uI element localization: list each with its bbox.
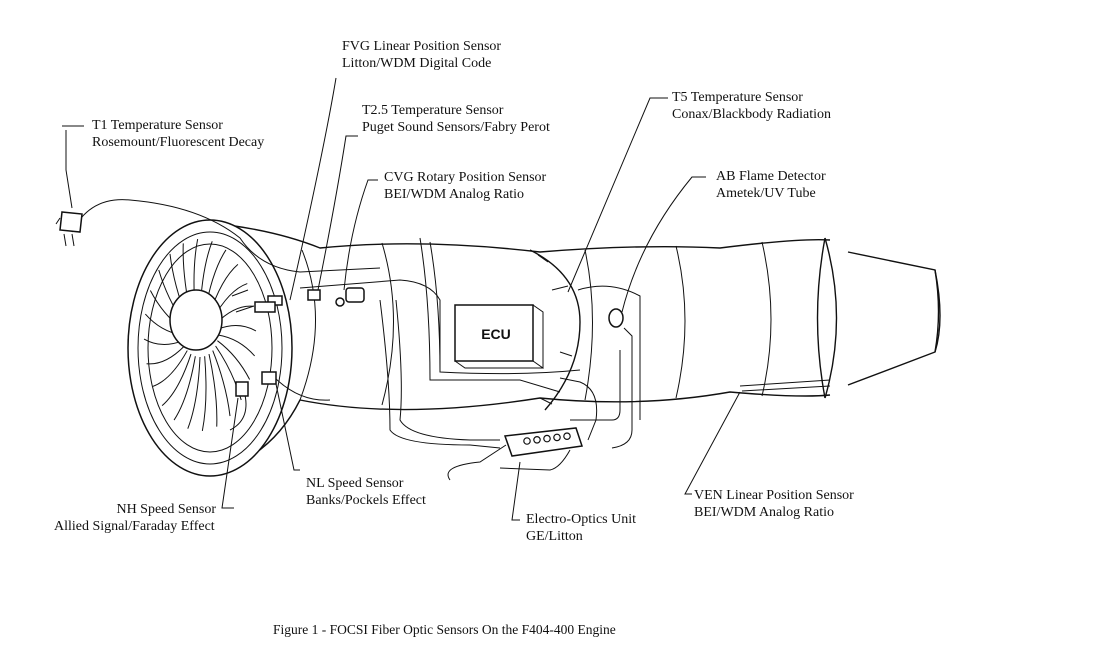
fan-blade (173, 356, 196, 421)
ecu-label: ECU (481, 326, 511, 342)
engine-body (199, 221, 941, 476)
eou-name: Electro-Optics Unit (526, 512, 636, 527)
nl-sensor-detail: Banks/Pockels Effect (306, 493, 426, 508)
t1-sensor-name: T1 Temperature Sensor (92, 118, 223, 133)
leader-lines (62, 77, 741, 521)
fan-blade (146, 345, 185, 365)
fiber-harness (71, 199, 641, 481)
t1-sensor-detail: Rosemount/Fluorescent Decay (92, 135, 264, 150)
ecu-box: ECU (454, 304, 544, 369)
fan-blade (212, 350, 231, 417)
ven-sensor-name: VEN Linear Position Sensor (694, 488, 854, 503)
cvg-sensor-detail: BEI/WDM Analog Ratio (384, 187, 524, 202)
ab-sensor-detail: Ametek/UV Tube (716, 186, 816, 201)
fan-blade (208, 353, 218, 427)
fan-blade (152, 350, 188, 387)
sensor-symbols (55, 211, 624, 397)
eou-detail: GE/Litton (526, 529, 583, 544)
eou-connector (553, 433, 561, 442)
combustor-ring (529, 249, 581, 411)
callout-labels: FVG Linear Position Sensor Litton/WDM Di… (54, 39, 854, 544)
eou-connector (533, 435, 541, 444)
fan-blade (161, 353, 192, 407)
ab-sensor-name: AB Flame Detector (716, 169, 826, 184)
nh-sensor-name: NH Speed Sensor (116, 502, 216, 517)
t25-sensor-detail: Puget Sound Sensors/Fabry Perot (362, 120, 550, 135)
ven-sensor-detail: BEI/WDM Analog Ratio (694, 505, 834, 520)
fvg-sensor-detail: Litton/WDM Digital Code (342, 56, 491, 71)
electro-optics-unit (503, 427, 583, 457)
eou-connector (523, 437, 531, 445)
fan-blade (217, 340, 251, 380)
nh-sensor-detail: Allied Signal/Faraday Effect (54, 519, 215, 534)
cvg-sensor-name: CVG Rotary Position Sensor (384, 170, 547, 185)
t5-sensor-name: T5 Temperature Sensor (672, 90, 803, 105)
fvg-sensor-name: FVG Linear Position Sensor (342, 39, 501, 54)
fan-blade (187, 356, 201, 429)
t5-sensor-detail: Conax/Blackbody Radiation (672, 107, 831, 122)
t25-sensor-name: T2.5 Temperature Sensor (362, 103, 504, 118)
engine-inlet (127, 219, 293, 477)
fan-blade (217, 334, 256, 357)
eou-connector (543, 434, 551, 443)
nl-sensor-name: NL Speed Sensor (306, 476, 404, 491)
figure-caption: Figure 1 - FOCSI Fiber Optic Sensors On … (273, 622, 616, 637)
eou-connector (563, 432, 571, 441)
fan-blade (201, 356, 207, 432)
